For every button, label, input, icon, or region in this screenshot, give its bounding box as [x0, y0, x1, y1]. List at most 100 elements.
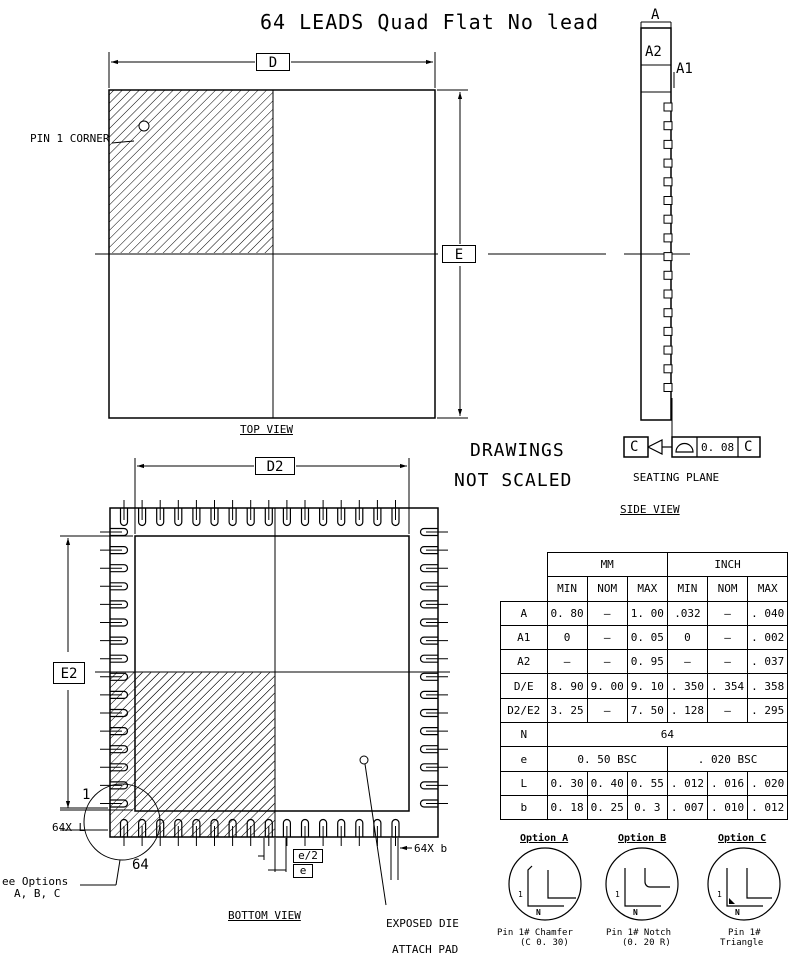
table-cell: . 012	[747, 794, 789, 821]
table-symbol: A1	[500, 624, 548, 651]
datum-c-triangle	[647, 439, 663, 455]
table-cell: 0. 80	[546, 600, 588, 626]
table-header-mm: MM	[546, 551, 668, 578]
table-cell: 9. 10	[626, 673, 668, 699]
bottom-lead-bottom	[246, 818, 255, 837]
table-subheader: MAX	[626, 576, 668, 602]
flatness-symbol	[675, 442, 694, 453]
pin1-leader	[111, 140, 135, 144]
datum-c-left: C	[630, 439, 639, 455]
bottom-lead-left	[110, 708, 129, 718]
bottom-lead-left	[110, 745, 129, 754]
table-symbol: L	[500, 770, 548, 796]
side-lead	[663, 326, 673, 336]
label-e2: E2	[53, 662, 85, 684]
top-view-label: TOP VIEW	[240, 423, 293, 436]
bottom-lead-bottom	[210, 818, 219, 837]
bottom-view-label: BOTTOM VIEW	[228, 909, 301, 922]
table-cell: 0. 3	[626, 794, 668, 821]
bottom-lead-top	[391, 508, 400, 527]
bottom-lead-top	[210, 508, 219, 527]
pin64-number: 64	[132, 857, 149, 873]
table-cell: 3. 25	[546, 697, 588, 724]
bottom-lead-left	[110, 618, 129, 627]
table-cell: 7. 50	[626, 697, 668, 724]
side-lead	[663, 121, 673, 131]
table-cell: 0	[666, 624, 709, 651]
option-a-n: N	[536, 908, 541, 917]
table-cell: 0. 40	[586, 770, 628, 796]
side-body	[640, 27, 672, 421]
table-cell: .032	[666, 600, 709, 626]
side-lead	[663, 158, 673, 168]
bottom-lead-bottom	[282, 818, 291, 837]
side-label-a: A	[651, 7, 660, 23]
pin1-options	[508, 847, 781, 921]
bottom-lead-top	[300, 508, 310, 527]
table-cell: . 020	[747, 770, 789, 796]
table-symbol: A2	[500, 649, 548, 675]
pin1-number: 1	[82, 787, 91, 803]
bottom-lead-right	[419, 799, 438, 808]
table-cell-inch: . 020 BSC	[666, 746, 789, 772]
table-subheader: MIN	[546, 576, 588, 602]
bottom-lead-top	[246, 508, 255, 527]
exposed-pad-hatch-mask	[136, 673, 274, 810]
option-a-1: 1	[518, 890, 523, 899]
side-lead	[663, 383, 673, 392]
bottom-lead-left	[110, 582, 129, 591]
table-cell: . 007	[666, 794, 709, 821]
bottom-lead-bottom	[319, 818, 328, 837]
pin1-corner-label: PIN 1 CORNER	[30, 132, 110, 145]
side-lead	[663, 196, 673, 205]
bottom-lead-bottom	[300, 818, 310, 837]
table-subheader: MAX	[747, 576, 789, 602]
side-lead	[663, 270, 673, 280]
exposed-pad	[134, 535, 410, 812]
bottom-lead-bottom	[228, 818, 237, 837]
bottom-lead-right	[419, 618, 438, 627]
bottom-lead-bottom	[264, 818, 273, 837]
table-cell: . 128	[666, 697, 709, 724]
pin1-dot	[138, 120, 150, 132]
option-b-cap2: (0. 20 R)	[622, 938, 671, 948]
side-label-a1: A1	[676, 61, 693, 77]
bottom-lead-right	[419, 763, 438, 772]
bottom-lead-top	[264, 508, 273, 527]
table-cell: . 358	[747, 673, 789, 699]
bottom-lead-bottom	[355, 818, 364, 837]
side-view-label: SIDE VIEW	[620, 503, 680, 516]
bottom-lead-left	[110, 636, 129, 645]
table-cell-mm: 0. 50 BSC	[546, 746, 668, 772]
table-header-inch: INCH	[666, 551, 789, 578]
exposed-label-2: ATTACH PAD	[392, 943, 459, 956]
table-symbol: D2/E2	[500, 697, 548, 724]
exposed-pad-dot	[359, 755, 369, 765]
table-cell: –	[586, 649, 628, 675]
option-b-1: 1	[615, 890, 620, 899]
side-lead	[663, 177, 673, 187]
bottom-lead-right	[419, 564, 438, 573]
option-c-drawing	[707, 847, 781, 921]
bottom-lead-top	[192, 508, 201, 527]
option-b-n: N	[633, 908, 638, 917]
bottom-lead-right	[419, 527, 438, 537]
bottom-lead-top	[119, 508, 129, 527]
option-b-cap1: Pin 1# Notch	[606, 928, 672, 938]
bottom-lead-right	[419, 708, 438, 718]
drawings-label: DRAWINGS	[470, 440, 565, 461]
side-lead	[663, 139, 673, 149]
lead-l-label: 64X L	[52, 821, 86, 834]
bottom-leads	[100, 500, 448, 846]
table-cell: –	[706, 649, 749, 675]
bottom-lead-bottom	[192, 818, 201, 837]
table-cell: 8. 90	[546, 673, 588, 699]
bottom-lead-right	[419, 672, 438, 681]
bottom-lead-top	[373, 508, 382, 527]
bottom-lead-right	[419, 690, 438, 699]
